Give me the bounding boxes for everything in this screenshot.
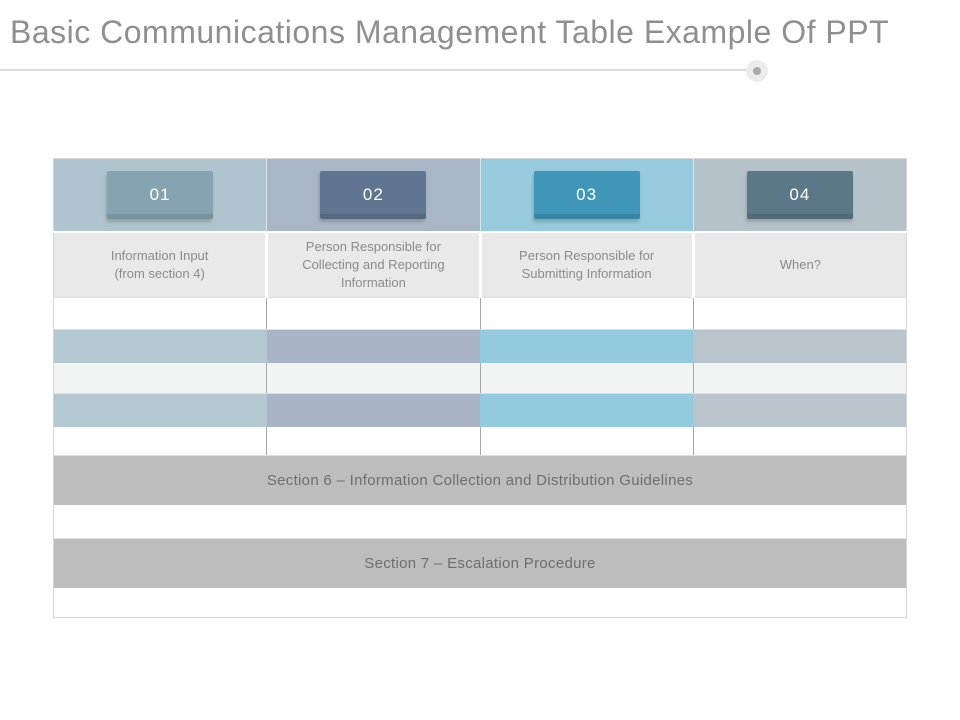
column-number-band-row: 01 02 03 04 (53, 158, 907, 232)
body-cell (53, 329, 267, 363)
column-header-cell-4: When? (691, 230, 907, 298)
body-cell (479, 297, 694, 330)
header-band-cell-3: 03 (479, 158, 694, 232)
badge-label: 04 (789, 184, 811, 204)
section-row-label: Section 7 – Escalation Procedure (53, 538, 907, 588)
badge-label: 03 (576, 184, 598, 204)
body-cell (266, 426, 480, 456)
communications-management-table: 01 02 03 04 (53, 158, 907, 618)
body-cell (692, 426, 907, 456)
slide-title: Basic Communications Management Table Ex… (10, 14, 890, 50)
empty-body-row (53, 426, 907, 456)
empty-body-row (53, 297, 907, 330)
body-cell (479, 426, 694, 456)
body-cell (692, 297, 907, 330)
header-band-cell-2: 02 (266, 158, 480, 232)
divider-endpoint-dot (753, 67, 761, 75)
body-cell (53, 297, 267, 330)
column-header-cell-2: Person Responsible for Collecting and Re… (265, 230, 480, 298)
body-cell (53, 362, 267, 394)
body-cell (693, 393, 907, 427)
badge-label: 01 (149, 184, 171, 204)
gap-row (53, 504, 907, 539)
header-band-cell-4: 04 (692, 158, 907, 232)
column-number-badge-1: 01 (107, 170, 214, 219)
body-cell (480, 329, 694, 363)
header-band-cell-1: 01 (53, 158, 267, 232)
body-cell (692, 362, 907, 394)
column-number-badge-4: 04 (746, 170, 853, 219)
empty-body-row (53, 362, 907, 394)
body-cell (266, 329, 480, 363)
gap-row (53, 587, 907, 618)
body-cell (266, 362, 480, 394)
section-7-row: Section 7 – Escalation Procedure (53, 538, 907, 588)
title-divider-line (0, 69, 748, 71)
column-number-badge-2: 02 (320, 170, 427, 219)
column-number-badge-3: 03 (533, 170, 640, 219)
gap-cell (53, 504, 907, 539)
column-header-cell-3: Person Responsible for Submitting Inform… (478, 230, 694, 298)
body-cell (266, 297, 480, 330)
column-header-row: Information Input (from section 4) Perso… (53, 230, 907, 298)
empty-body-row-highlighted (53, 329, 907, 363)
divider-endpoint-circle (746, 60, 768, 82)
body-cell (693, 329, 907, 363)
body-cell (479, 362, 694, 394)
column-header-cell-1: Information Input (from section 4) (53, 230, 267, 298)
empty-body-row-highlighted (53, 393, 907, 427)
section-row-label: Section 6 – Information Collection and D… (53, 455, 907, 505)
body-cell (53, 426, 267, 456)
gap-cell (53, 587, 907, 618)
body-cell (480, 393, 694, 427)
section-6-row: Section 6 – Information Collection and D… (53, 455, 907, 505)
body-cell (53, 393, 267, 427)
body-cell (266, 393, 480, 427)
badge-label: 02 (362, 184, 384, 204)
